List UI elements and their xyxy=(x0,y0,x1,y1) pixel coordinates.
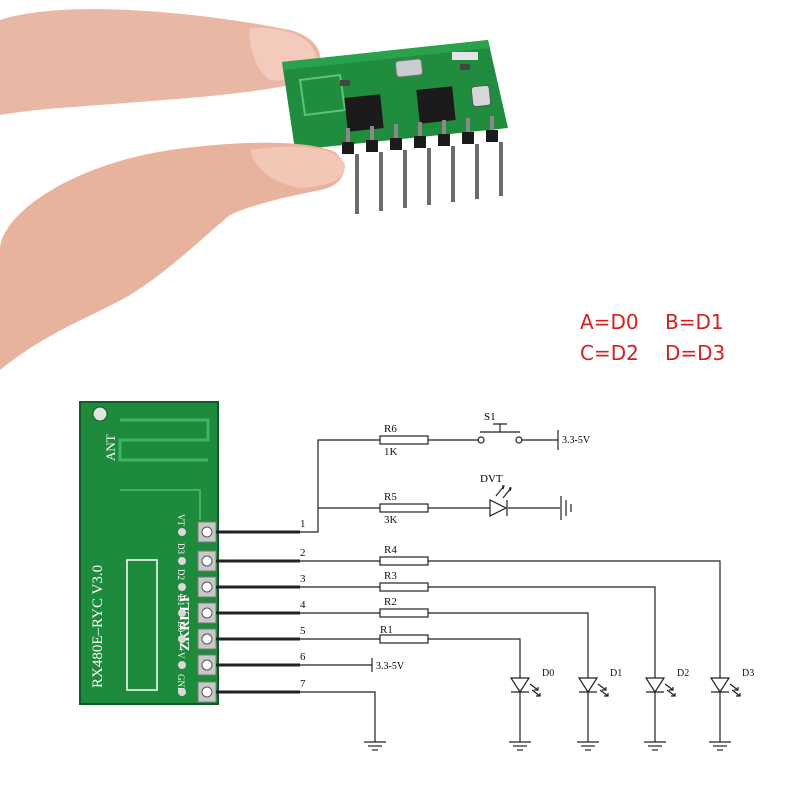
mapping-d: D=D3 xyxy=(665,341,726,365)
photo-pin xyxy=(366,126,383,211)
ground-symbol xyxy=(644,741,666,751)
pin-label: VT xyxy=(176,514,186,526)
output-led xyxy=(509,677,541,697)
r1-ref: R1 xyxy=(380,624,393,636)
pin-mapping-note: A=D0 B=D1 C=D2 D=D3 xyxy=(0,0,800,370)
r6-value: 1K xyxy=(384,446,398,458)
pin-number: 3 xyxy=(300,573,306,585)
pin-label: D1 xyxy=(176,595,186,606)
pin-pad-inner xyxy=(178,688,186,696)
pin-number: 4 xyxy=(300,599,306,611)
ground-symbol xyxy=(577,741,599,751)
indicator-led-label: DVT xyxy=(480,473,503,485)
pin-label: D3 xyxy=(176,543,186,554)
pin-pad-inner xyxy=(178,557,186,565)
supply-label-top: 3.3-5V xyxy=(562,435,591,446)
pin-pad-inner xyxy=(178,528,186,536)
photo-pin xyxy=(414,122,431,205)
pin-pad-inner xyxy=(178,661,186,669)
output-led xyxy=(644,677,676,697)
pin-hole xyxy=(201,659,213,671)
resistor-r1 xyxy=(379,634,429,644)
pin-label: GND xyxy=(176,674,186,694)
wiring-schematic: ANT RX480E–RYC V3.0 ZKRLLF VTD3D2D1D0+VG… xyxy=(79,401,754,751)
pin-number: 6 xyxy=(300,651,306,663)
module-photo xyxy=(0,0,800,370)
output-led xyxy=(577,677,609,697)
resistor-labels: R6 1K R5 3K R4 R3 R2 R1 xyxy=(380,423,398,636)
output-led-label: D0 xyxy=(542,668,554,679)
pin-label: D0 xyxy=(176,621,186,632)
pin-label: +V xyxy=(176,647,186,659)
photo-pin xyxy=(486,116,503,196)
mapping-a: A=D0 xyxy=(580,310,639,334)
ground-symbol xyxy=(709,741,731,751)
output-led-label: D2 xyxy=(677,668,689,679)
pin-hole xyxy=(201,686,213,698)
pin-hole xyxy=(201,555,213,567)
pin-hole xyxy=(201,526,213,538)
resistor-r5 xyxy=(379,503,429,513)
supply-label-pin6: 3.3-5V xyxy=(376,661,405,672)
pin-hole xyxy=(201,607,213,619)
r2-ref: R2 xyxy=(384,596,397,608)
indicator-led xyxy=(489,485,512,517)
thumb xyxy=(0,9,321,116)
ground-symbol xyxy=(509,741,531,751)
pcb-module-photo xyxy=(282,40,508,150)
resistor-r2 xyxy=(379,608,429,618)
mapping-c: C=D2 xyxy=(580,341,639,365)
switch-label: S1 xyxy=(484,411,496,423)
pin-number: 2 xyxy=(300,547,306,559)
r5-ref: R5 xyxy=(384,491,397,503)
resistor-r4 xyxy=(379,556,429,566)
photo-pin xyxy=(390,124,407,208)
output-led-label: D1 xyxy=(610,668,622,679)
pin-hole xyxy=(201,581,213,593)
pin-pad-inner xyxy=(178,583,186,591)
model-label: RX480E–RYC V3.0 xyxy=(90,565,106,688)
pin-number: 1 xyxy=(300,518,306,530)
receiver-board: ANT RX480E–RYC V3.0 ZKRLLF VTD3D2D1D0+VG… xyxy=(79,401,219,705)
photo-pin xyxy=(438,120,455,202)
pin-pad-inner xyxy=(178,609,186,617)
photo-pin xyxy=(342,128,359,214)
r6-ref: R6 xyxy=(384,423,397,435)
output-led-label: D3 xyxy=(742,668,754,679)
mapping-b: B=D1 xyxy=(665,310,724,334)
header-pins-photo xyxy=(342,116,503,214)
pin-pad-inner xyxy=(178,635,186,643)
pin-number: 5 xyxy=(300,625,306,637)
output-led xyxy=(709,677,741,697)
pin-label: D2 xyxy=(176,569,186,580)
finger xyxy=(0,142,345,370)
antenna-label: ANT xyxy=(103,434,118,461)
pin-hole xyxy=(201,633,213,645)
r4-ref: R4 xyxy=(384,544,397,556)
pin-number: 7 xyxy=(300,678,306,690)
ground-symbol-dvt xyxy=(560,496,572,520)
resistor-r3 xyxy=(379,582,429,592)
resistors xyxy=(379,435,429,644)
r3-ref: R3 xyxy=(384,570,397,582)
push-switch xyxy=(477,423,523,444)
wiring xyxy=(216,430,721,742)
ground-symbol xyxy=(364,741,386,751)
r5-value: 3K xyxy=(384,514,398,526)
photo-pin xyxy=(462,118,479,199)
resistor-r6 xyxy=(379,435,429,445)
